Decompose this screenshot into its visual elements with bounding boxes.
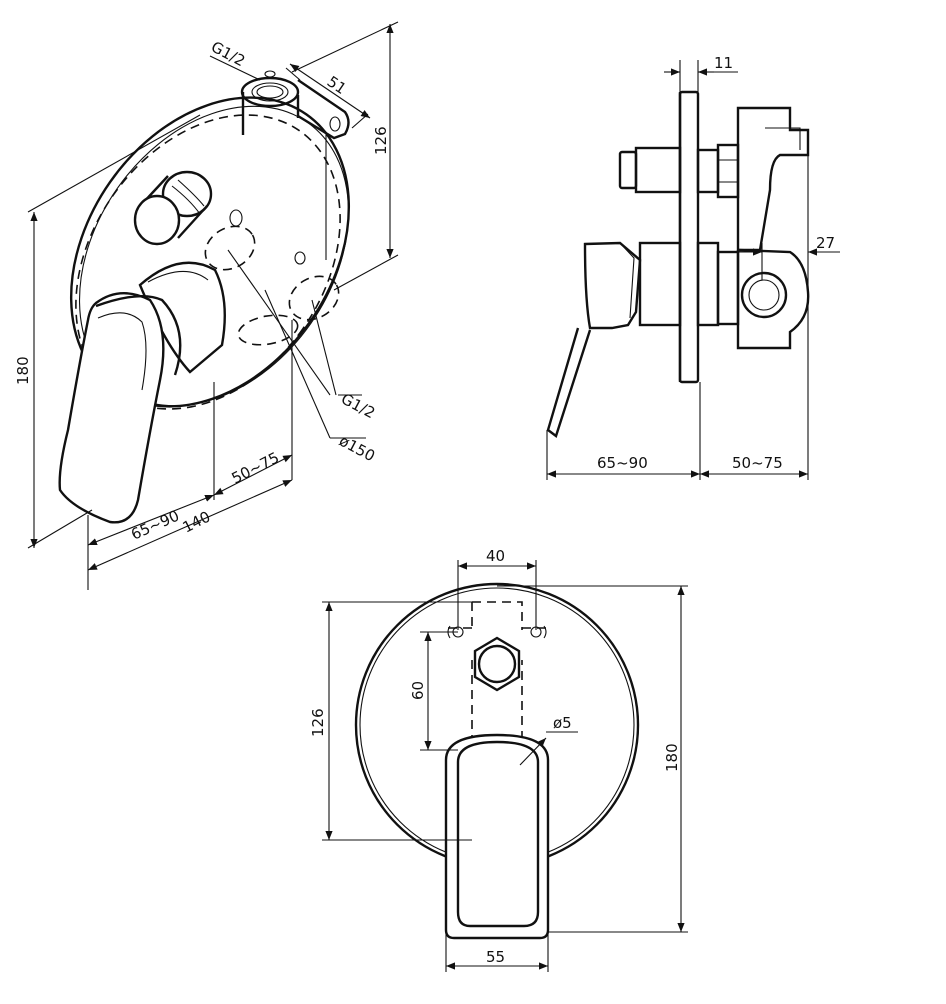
side-lever <box>546 241 740 438</box>
front-dim-55-label: 55 <box>486 948 505 966</box>
iso-leaders <box>209 55 366 439</box>
dim-140-label: 140 <box>180 508 214 537</box>
side-plate <box>678 90 700 384</box>
front-dim-40-label: 40 <box>486 547 505 565</box>
iso-lever <box>58 261 226 524</box>
front-view: 40 60 ø5 126 180 55 <box>309 547 688 972</box>
side-dim-27-label: 27 <box>816 234 835 252</box>
side-view: 11 27 65~90 50~75 <box>546 54 840 480</box>
dim-180-label: 180 <box>14 356 32 385</box>
side-dim-50-75-label: 50~75 <box>732 454 783 472</box>
dim-50-75-label: 50~75 <box>229 448 282 487</box>
iso-inlet-pipe <box>240 70 327 260</box>
front-dim-180: 180 <box>497 585 688 933</box>
front-dim-60: 60 <box>409 631 458 751</box>
front-dim-40: 40 <box>457 547 537 630</box>
iso-diameter-label: ø150 <box>336 432 378 466</box>
front-dim-60-label: 60 <box>409 681 427 700</box>
side-dim-11-label: 11 <box>714 54 733 72</box>
dim-65-90-label: 65~90 <box>128 507 182 544</box>
iso-hidden-ports <box>204 209 340 346</box>
front-dim-126-label: 126 <box>309 708 327 737</box>
isometric-view: 51 126 180 50~75 140 65~90 G1/2 <box>14 21 399 590</box>
side-dim-65-90-label: 65~90 <box>597 454 648 472</box>
front-lever <box>444 731 578 940</box>
iso-diverter-knob <box>133 170 213 246</box>
dim-51-label: 51 <box>324 72 350 98</box>
front-diverter-knob <box>473 636 521 692</box>
side-knob <box>618 146 682 194</box>
front-dim-180-label: 180 <box>663 743 681 772</box>
iso-dim-126: 126 <box>291 21 399 291</box>
iso-dim-180: 180 <box>14 114 201 549</box>
front-dim-55: 55 <box>445 930 549 972</box>
side-valve-body <box>696 106 810 350</box>
side-dim-27: 27 <box>738 155 840 480</box>
dim-126-label: 126 <box>372 126 390 155</box>
side-dim-11: 11 <box>664 54 738 92</box>
side-dim-bottom: 65~90 50~75 <box>546 382 808 480</box>
iso-thread-top-label: G1/2 <box>208 38 248 71</box>
front-hole-dia-label: ø5 <box>553 714 572 732</box>
front-dim-126: 126 <box>309 601 472 841</box>
